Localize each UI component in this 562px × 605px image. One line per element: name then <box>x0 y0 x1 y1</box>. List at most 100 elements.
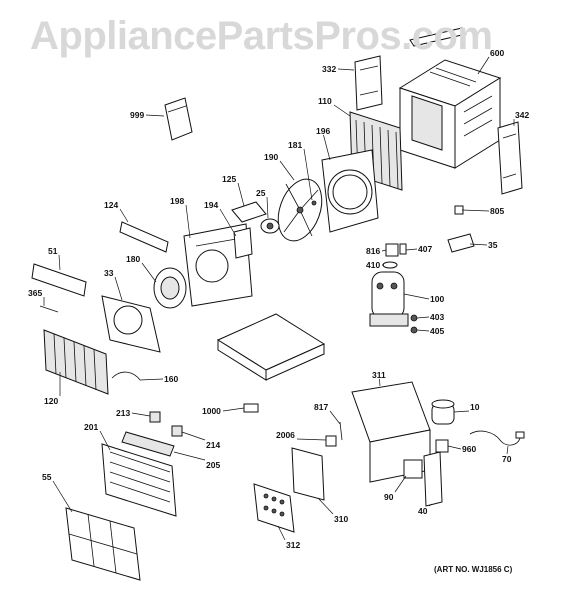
leader-line-25 <box>266 196 269 219</box>
leader-line-90 <box>394 475 407 493</box>
power-cord-part <box>469 430 521 446</box>
callout-label-407: 407 <box>418 244 432 254</box>
leader-line-180 <box>141 262 157 283</box>
part-405 <box>410 326 418 334</box>
fan-motor-part <box>260 218 280 234</box>
remote-part <box>243 403 259 413</box>
part-213 <box>149 411 161 423</box>
leader-line-205 <box>173 451 206 461</box>
callout-label-181: 181 <box>288 140 302 150</box>
callout-label-311: 311 <box>372 370 386 380</box>
orifice-panel-part <box>101 295 161 353</box>
leader-line-194 <box>219 208 237 237</box>
pin-part <box>39 305 59 313</box>
callout-label-70: 70 <box>502 454 512 464</box>
callout-label-312: 312 <box>286 540 300 550</box>
callout-label-194: 194 <box>204 200 218 210</box>
leader-line-33 <box>114 276 123 301</box>
leader-line-213 <box>131 412 151 417</box>
callout-label-816: 816 <box>366 246 380 256</box>
side-curtain-left-part <box>354 55 383 111</box>
callout-label-51: 51 <box>48 246 58 256</box>
callout-label-125: 125 <box>222 174 236 184</box>
part-407 <box>399 243 407 255</box>
callout-label-100: 100 <box>430 294 444 304</box>
cabinet-part <box>398 59 502 169</box>
leader-line-311 <box>379 378 381 387</box>
part-2006 <box>325 435 337 447</box>
grille-part <box>31 263 87 297</box>
leader-line-2006 <box>296 438 327 441</box>
control-panel-part <box>253 483 295 533</box>
condenser-shroud-part <box>321 149 379 233</box>
callout-label-310: 310 <box>334 514 348 524</box>
callout-label-90: 90 <box>384 492 394 502</box>
leader-line-181 <box>303 148 313 201</box>
part-40 <box>423 451 443 507</box>
callout-label-342: 342 <box>515 110 529 120</box>
callout-label-403: 403 <box>430 312 444 322</box>
leader-line-190 <box>279 160 295 181</box>
part-214 <box>171 425 183 437</box>
motor-part-10 <box>431 399 455 425</box>
leader-line-817 <box>329 410 341 425</box>
art-number: (ART NO. WJ1856 C) <box>434 565 513 574</box>
leader-line-70 <box>506 445 509 455</box>
leader-line-1000 <box>222 407 245 412</box>
leader-line-160 <box>139 378 164 381</box>
callout-label-25: 25 <box>256 188 266 198</box>
callout-label-10: 10 <box>470 402 480 412</box>
callout-label-110: 110 <box>318 96 332 106</box>
callout-label-960: 960 <box>462 444 476 454</box>
power-plug-part <box>515 431 525 439</box>
leader-line-214 <box>181 431 206 441</box>
leader-line-40 <box>428 503 433 507</box>
callout-label-213: 213 <box>116 408 130 418</box>
callout-label-124: 124 <box>104 200 118 210</box>
callout-label-805: 805 <box>490 206 504 216</box>
leader-line-196 <box>323 134 331 161</box>
part-805 <box>454 205 464 215</box>
top-bracket-part <box>119 221 169 253</box>
callout-label-40: 40 <box>418 506 428 516</box>
callout-label-999: 999 <box>130 110 144 120</box>
part-403 <box>410 314 418 322</box>
part-816 <box>385 243 399 257</box>
leader-line-999 <box>145 114 165 117</box>
leader-line-55 <box>52 480 73 513</box>
leader-line-312 <box>277 525 286 541</box>
part-410 <box>382 261 398 269</box>
leader-line-51 <box>58 254 61 271</box>
callout-label-817: 817 <box>314 402 328 412</box>
callout-label-600: 600 <box>490 48 504 58</box>
callout-label-214: 214 <box>206 440 220 450</box>
filter-part <box>65 507 141 581</box>
leader-lines <box>43 56 515 541</box>
callout-label-332: 332 <box>322 64 336 74</box>
callout-label-190: 190 <box>264 152 278 162</box>
leader-line-405 <box>416 329 430 332</box>
leader-line-124 <box>119 208 129 223</box>
side-curtain-right-part <box>497 121 523 195</box>
blower-wheel-part <box>153 267 187 309</box>
motor-mount-part <box>231 201 267 223</box>
tubing-part <box>111 371 141 381</box>
leader-line-332 <box>337 68 355 71</box>
evaporator-part <box>43 329 109 395</box>
manual-part <box>164 97 193 141</box>
callout-label-55: 55 <box>42 472 52 482</box>
front-grille-part <box>101 443 177 517</box>
callout-label-198: 198 <box>170 196 184 206</box>
callout-label-405: 405 <box>430 326 444 336</box>
leader-line-198 <box>185 204 191 239</box>
leader-line-805 <box>461 209 490 212</box>
callout-label-180: 180 <box>126 254 140 264</box>
condenser-fan-part <box>277 178 323 242</box>
fan-clip-part <box>311 200 317 206</box>
compressor-part <box>369 271 409 327</box>
leader-line-960 <box>447 445 462 450</box>
callout-label-120: 120 <box>44 396 58 406</box>
leader-line-201 <box>99 430 111 451</box>
leader-line-110 <box>333 104 351 117</box>
